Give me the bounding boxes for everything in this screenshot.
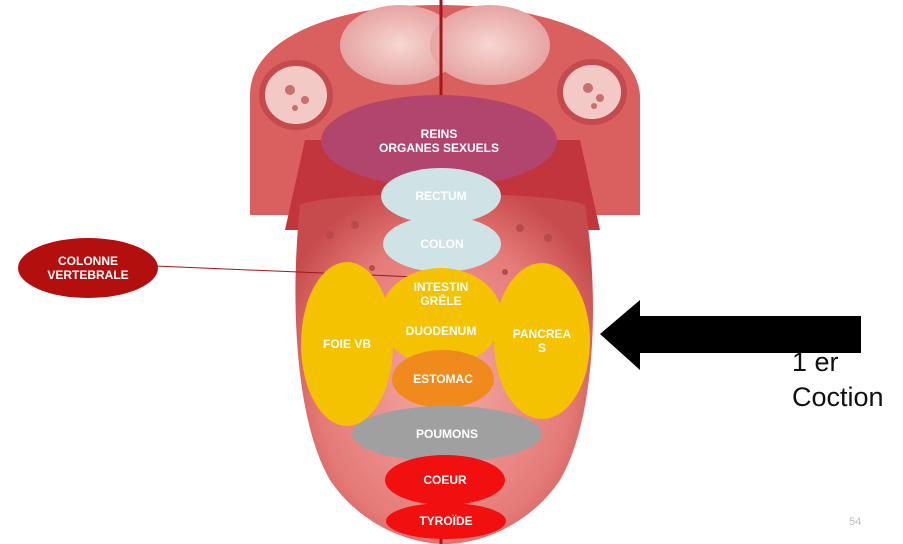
- zone-foie-label: FOIE VB: [322, 337, 371, 351]
- zone-rectum-label: RECTUM: [415, 189, 467, 203]
- zone-intestin-duodenum: [380, 268, 502, 366]
- zone-poumons: POUMONS: [352, 406, 542, 462]
- zone-thyroide: TYROÏDE: [386, 503, 506, 539]
- zone-estomac-label: ESTOMAC: [413, 372, 473, 386]
- zone-pancreas: PANCREA S: [494, 263, 590, 419]
- left-tonsil-arch: [340, 5, 460, 85]
- arrow-caption: 1 er Coction: [792, 347, 884, 412]
- slide-number: 54: [849, 516, 862, 528]
- zone-poumons-label: POUMONS: [415, 427, 478, 441]
- callout-colonne-label: COLONNE VERTEBRALE: [47, 254, 129, 282]
- zone-intestin-label: INTESTIN GRÊLE: [413, 280, 469, 308]
- zone-colon-label: COLON: [420, 237, 464, 251]
- zone-thyroide-label: TYROÏDE: [419, 514, 473, 528]
- zone-reins-label: REINS ORGANES SEXUELS: [378, 127, 500, 155]
- zone-coeur-label: COEUR: [423, 473, 467, 487]
- zone-colon: COLON: [383, 216, 501, 272]
- colonne-pointer-line: [154, 265, 441, 279]
- zone-rectum: RECTUM: [381, 168, 501, 224]
- zone-estomac: ESTOMAC: [392, 350, 494, 408]
- left-arrow-icon: [600, 300, 861, 370]
- zone-coeur: COEUR: [385, 455, 505, 505]
- right-tonsil: [557, 59, 627, 125]
- callout-colonne-vertebrale: COLONNE VERTEBRALE: [18, 238, 158, 298]
- zone-pancreas-label: PANCREA S: [512, 327, 572, 355]
- zone-foie: FOIE VB: [301, 262, 393, 426]
- zone-duodenum-label: DUODENUM: [405, 324, 477, 338]
- left-tonsil: [259, 60, 333, 130]
- right-tonsil-arch: [430, 5, 550, 85]
